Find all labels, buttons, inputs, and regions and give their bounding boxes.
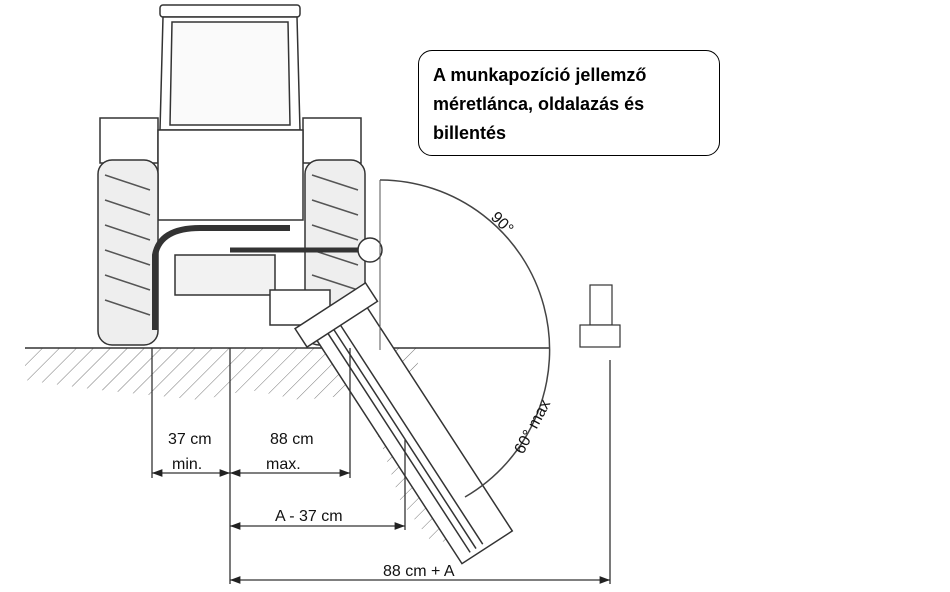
angle-arc bbox=[379, 179, 551, 498]
max-label: max. bbox=[266, 456, 301, 473]
max-value: 88 cm bbox=[270, 431, 314, 448]
min-label: min. bbox=[172, 456, 202, 473]
reference-post bbox=[579, 284, 621, 348]
callout-line: billentés bbox=[433, 123, 507, 143]
angle-down-label: 60° max bbox=[512, 397, 555, 457]
callout-line: méretlánca, oldalazás és bbox=[433, 94, 645, 114]
callout-line: A munkapozíció jellemző bbox=[433, 65, 647, 85]
tractor bbox=[97, 4, 383, 346]
a-minus-label: A - 37 cm bbox=[275, 508, 343, 525]
total-label: 88 cm + A bbox=[383, 563, 455, 580]
angle-up-label: 90° bbox=[487, 209, 516, 238]
mower-head bbox=[294, 281, 514, 565]
min-value: 37 cm bbox=[168, 431, 212, 448]
left-wheel bbox=[97, 159, 159, 346]
callout-box: A munkapozíció jellemző méretlánca, olda… bbox=[418, 50, 720, 156]
